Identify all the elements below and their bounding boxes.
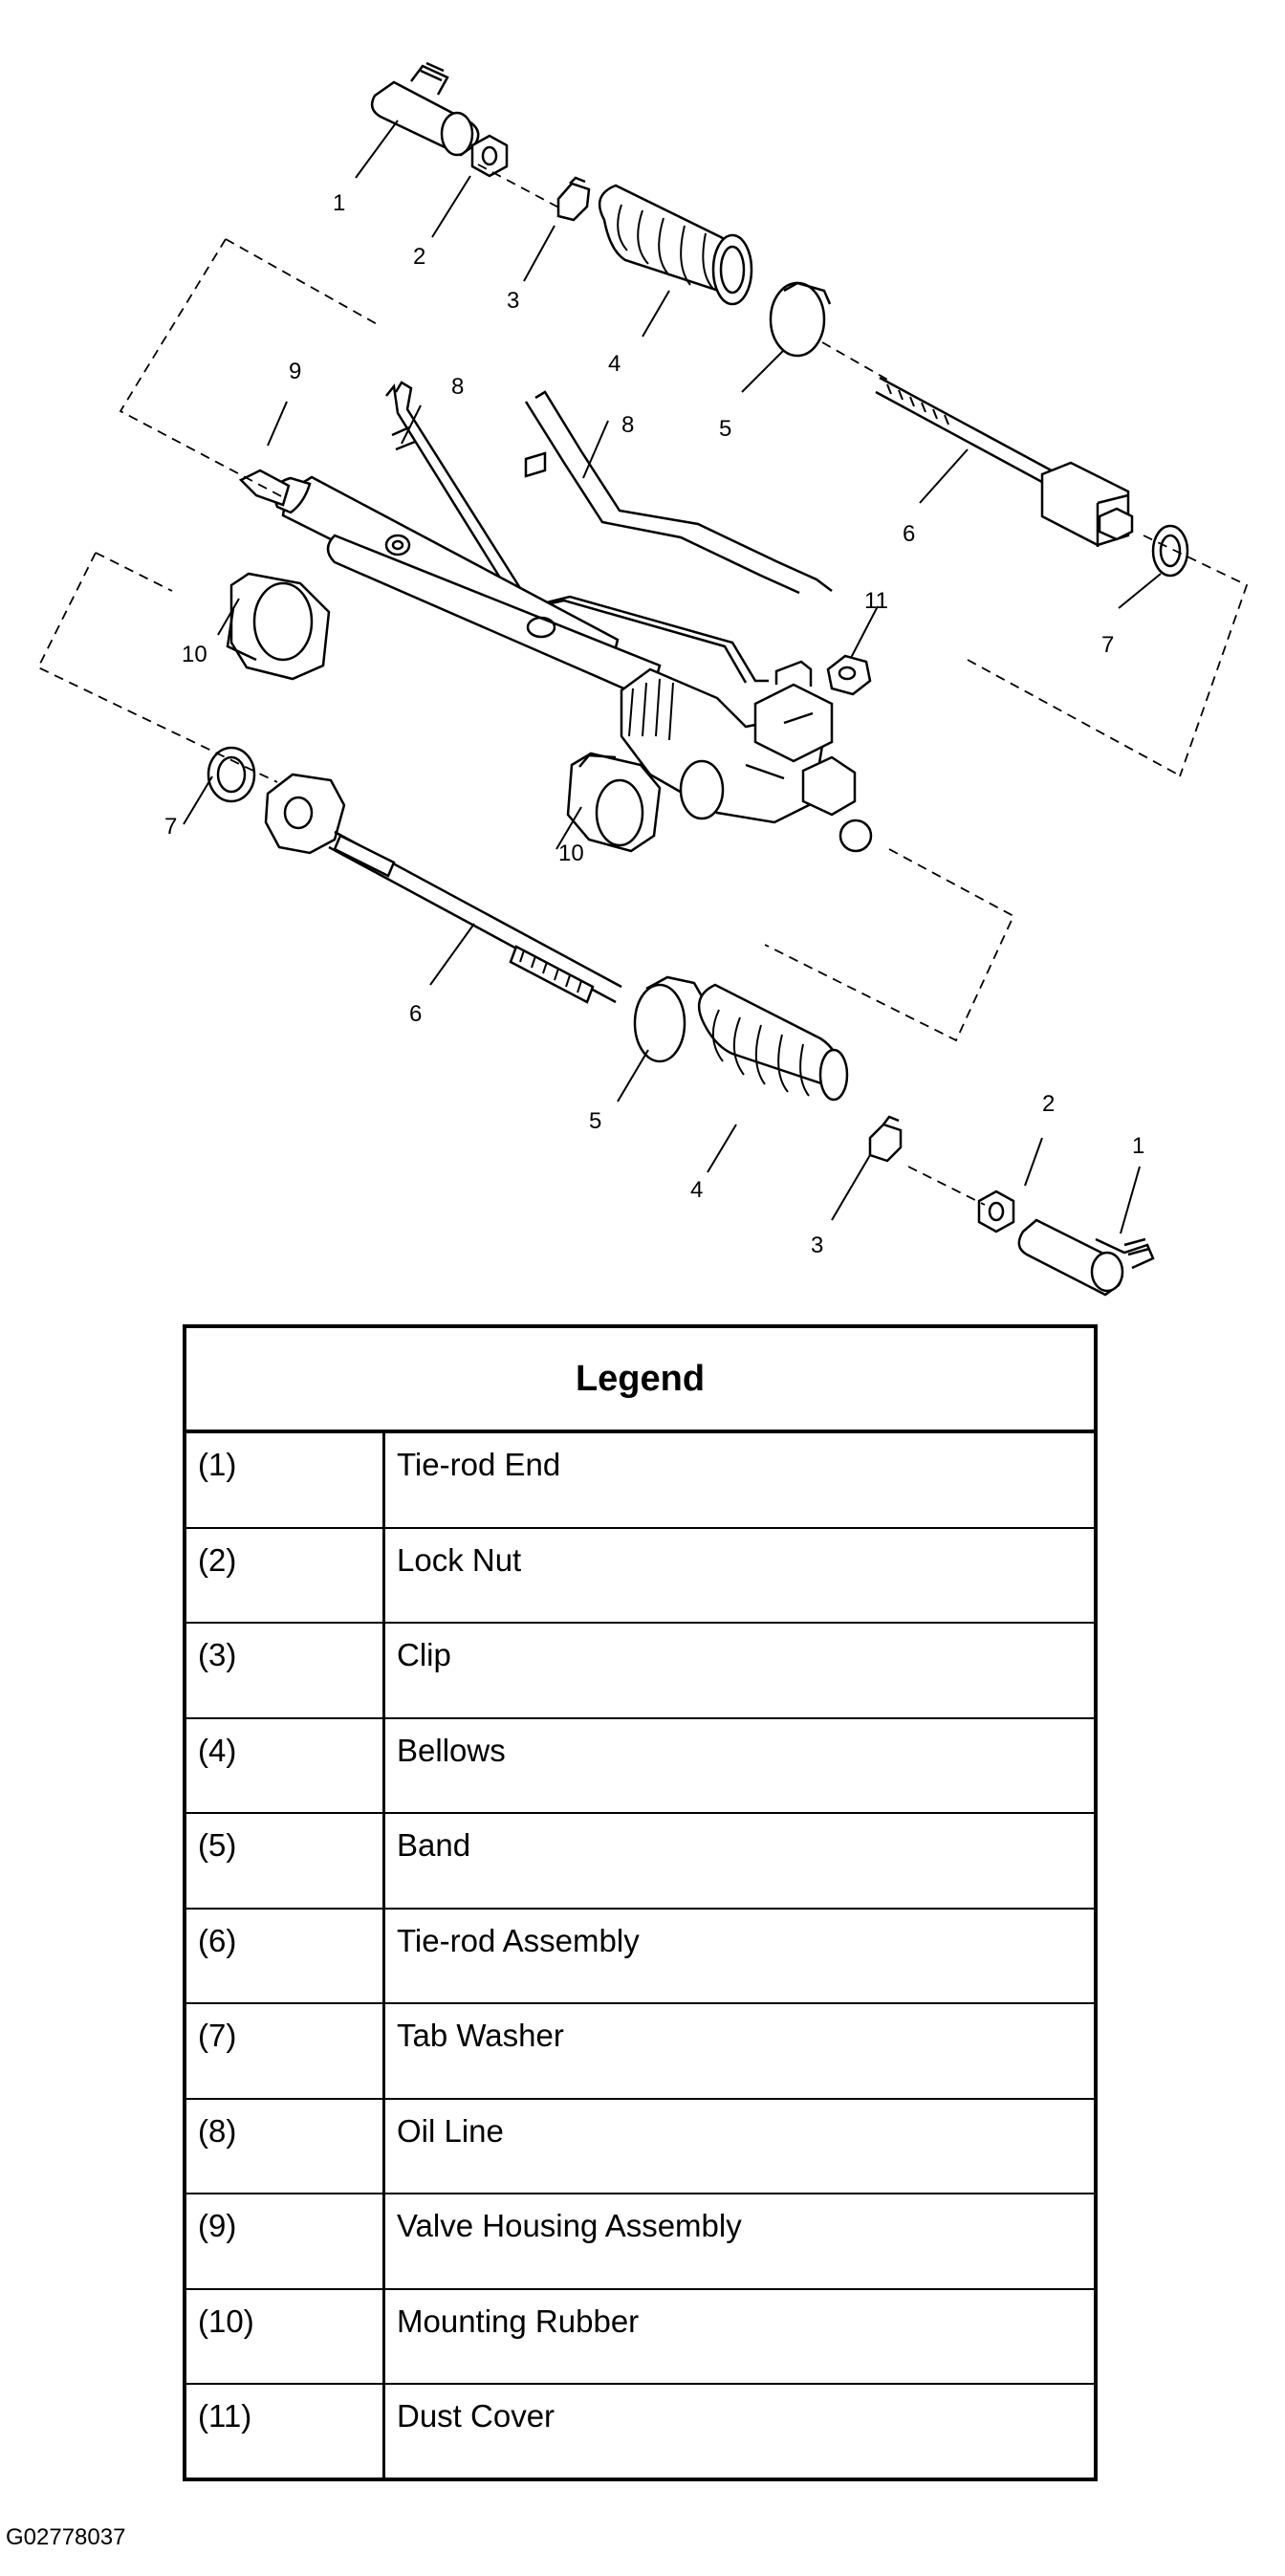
legend-row: (4) Bellows — [186, 1718, 1094, 1814]
callout-6-upper: 6 — [903, 521, 915, 547]
legend-row: (2) Lock Nut — [186, 1528, 1094, 1624]
upper-bellows — [598, 184, 753, 306]
lower-tie-rod — [264, 773, 622, 1004]
callout-10-lower: 10 — [558, 840, 584, 866]
upper-band — [769, 281, 832, 358]
legend-row: (10) Mounting Rubber — [186, 2289, 1094, 2385]
mounting-rubber-lower — [566, 752, 662, 853]
legend-item-number: (8) — [186, 2099, 385, 2193]
callout-1-upper: 1 — [333, 190, 345, 216]
callout-7-left: 7 — [164, 814, 177, 840]
legend-item-name: Valve Housing Assembly — [397, 2208, 742, 2243]
upper-tie-rod-end — [370, 61, 480, 157]
legend-row: (1) Tie-rod End — [186, 1433, 1094, 1529]
callout-3-upper: 3 — [507, 288, 519, 314]
lower-band — [633, 975, 704, 1063]
legend-title: Legend — [186, 1328, 1094, 1433]
gear-housing — [238, 469, 873, 853]
callout-4-upper: 4 — [608, 351, 621, 377]
legend-item-number: (11) — [186, 2385, 385, 2480]
lower-clip — [868, 1115, 903, 1163]
lower-bellows — [697, 983, 849, 1102]
callout-2-upper: 2 — [413, 244, 425, 270]
figure-code: G02778037 — [6, 2524, 126, 2550]
legend-item-number: (5) — [186, 1814, 385, 1908]
left-tab-washer — [207, 746, 256, 803]
legend-item-name: Oil Line — [397, 2112, 504, 2149]
legend-item-number: (3) — [186, 1624, 385, 1717]
oil-line-2 — [524, 390, 833, 595]
legend-item-name: Lock Nut — [397, 1541, 522, 1578]
callout-3-lower: 3 — [811, 1233, 823, 1258]
callout-4-lower: 4 — [690, 1177, 703, 1203]
lower-lock-nut — [977, 1190, 1015, 1233]
legend-item-name: Clip — [397, 1637, 451, 1672]
legend-row: (5) Band — [186, 1814, 1094, 1910]
legend-item-name: Tie-rod End — [397, 1447, 561, 1482]
callout-11: 11 — [864, 588, 888, 614]
callout-9: 9 — [289, 359, 301, 384]
legend-item-number: (10) — [186, 2289, 385, 2383]
legend-item-name: Band — [397, 1827, 471, 1863]
legend-item-number: (2) — [186, 1528, 385, 1622]
callout-5-lower: 5 — [589, 1108, 601, 1134]
callout-5-upper: 5 — [719, 416, 731, 442]
callout-labels: 1 2 3 4 5 6 7 8 8 9 10 11 7 10 6 5 4 3 2… — [164, 190, 1144, 1258]
callout-7-right: 7 — [1101, 632, 1114, 658]
legend-row: (8) Oil Line — [186, 2099, 1094, 2194]
legend-item-name: Bellows — [397, 1732, 506, 1768]
phantom-lines — [36, 164, 1249, 1206]
legend-table: Legend (1)Tie-rod End(2)Lock Nut(3)Clip(… — [183, 1324, 1098, 2481]
legend-item-name: Mounting Rubber — [397, 2303, 640, 2339]
upper-clip — [556, 176, 591, 222]
legend-item-name: Dust Cover — [397, 2398, 555, 2434]
legend-row: (11) Dust Cover — [186, 2385, 1094, 2480]
callout-8-second: 8 — [621, 412, 634, 438]
callout-8-first: 8 — [451, 374, 464, 400]
callout-10-upper: 10 — [182, 642, 207, 667]
exploded-view-diagram: 1 2 3 4 5 6 7 8 8 9 10 11 7 10 6 5 4 3 2… — [36, 61, 1249, 1297]
legend-item-number: (1) — [186, 1433, 385, 1527]
legend-row: (9) Valve Housing Assembly — [186, 2194, 1094, 2290]
legend-item-name: Tab Washer — [397, 2018, 564, 2053]
lower-tie-rod-end — [1017, 1218, 1155, 1297]
legend-row: (7) Tab Washer — [186, 2004, 1094, 2100]
legend-row: (6) Tie-rod Assembly — [186, 1909, 1094, 2004]
dust-cover — [826, 654, 872, 696]
right-tab-washer — [1151, 524, 1189, 578]
callout-leaders — [183, 120, 1162, 1234]
upper-tie-rod — [875, 376, 1134, 547]
legend-row: (3) Clip — [186, 1624, 1094, 1719]
callout-2-lower: 2 — [1042, 1091, 1055, 1117]
legend-item-name: Tie-rod Assembly — [397, 1922, 640, 1958]
legend-item-number: (4) — [186, 1718, 385, 1812]
legend-item-number: (6) — [186, 1909, 385, 2002]
callout-1-lower: 1 — [1132, 1133, 1144, 1159]
upper-lock-nut — [470, 134, 509, 178]
legend-item-number: (9) — [186, 2194, 385, 2288]
mounting-rubber-upper — [226, 572, 331, 681]
legend-rows: (1) Tie-rod End (2) Lock Nut (3) Clip (4) Bello… — [186, 1433, 1094, 2480]
legend-item-number: (7) — [186, 2004, 385, 2098]
callout-6-lower: 6 — [409, 1001, 422, 1027]
